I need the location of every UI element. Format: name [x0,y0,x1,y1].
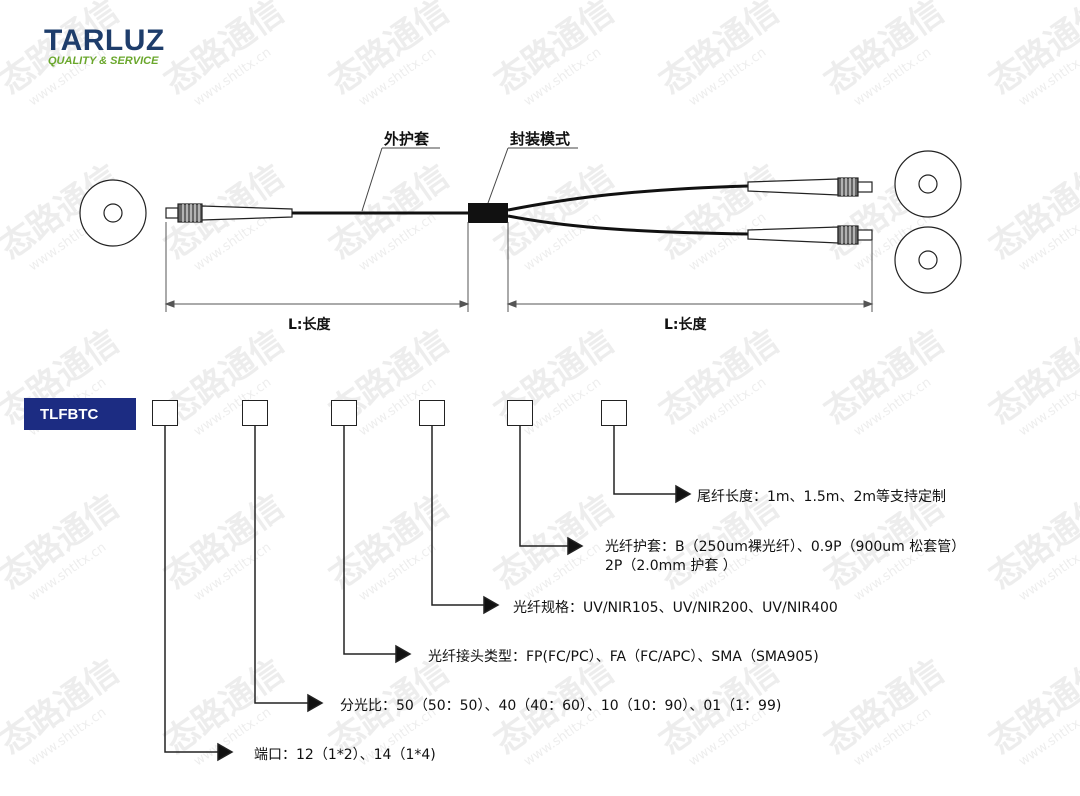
callout-jacket-label: 外护套 [384,130,430,148]
length-right-label: L:长度 [664,317,707,333]
spec-connector-type: 光纤接头类型：FP(FC/PC）、FA（FC/APC）、SMA（SMA905) [428,649,819,665]
callout-package-label: 封装模式 [510,130,571,148]
spec-split-ratio: 分光比：50（50：50）、40（40：60）、10（10：90）、01（1：9… [340,698,782,714]
branch-cable-top [507,184,749,212]
end-face-left-icon [79,179,147,247]
end-face-right-bottom-icon [894,226,962,294]
callout-jacket-leader [361,147,383,212]
length-left-label: L:长度 [288,317,331,333]
code-box-fiber-spec [419,400,445,426]
spec-fiber-spec: 光纤规格：UV/NIR105、UV/NIR200、UV/NIR400 [513,600,838,616]
end-face-right-top-icon [894,150,962,218]
code-box-split-ratio [242,400,268,426]
spec-fiber-jacket-line2: 2P（2.0mm 护套 ） [605,558,737,574]
callout-package-leader [487,147,509,204]
code-box-fiber-jacket [507,400,533,426]
cable-diagram [79,147,962,312]
brand-logo: TARLUZ [44,24,165,57]
splitter-package [468,203,508,223]
connector-right-top-icon [747,177,873,197]
spec-fiber-jacket-line1: 光纤护套：B（250um裸光纤）、0.9P（900um 松套管） [605,539,966,555]
connector-right-bottom-icon [747,225,873,245]
dimension-left [164,300,470,308]
brand-tagline: QUALITY & SERVICE [48,55,159,67]
connector-left-icon [165,203,293,223]
code-box-pigtail-length [601,400,627,426]
branch-cable-bottom [507,214,749,236]
code-box-ports [152,400,178,426]
spec-ports: 端口：12（1*2）、14（1*4) [254,747,436,763]
dimension-right [506,300,874,308]
code-box-connector [331,400,357,426]
spec-pigtail-length: 尾纤长度：1m、1.5m、2m等支持定制 [697,489,946,505]
model-code: TLFBTC [24,398,136,430]
